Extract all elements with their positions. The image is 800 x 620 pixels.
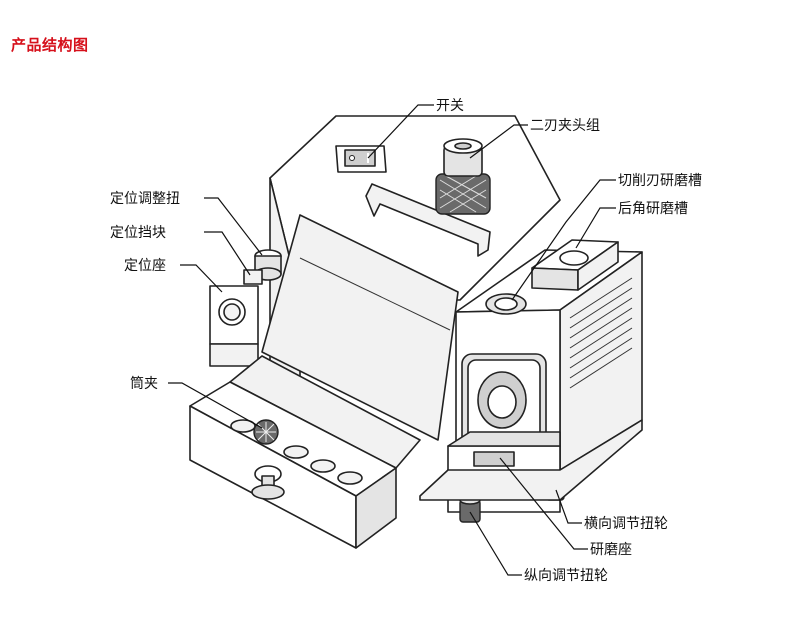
label-switch: 开关 xyxy=(436,98,464,114)
two-flute-chuck[interactable] xyxy=(435,138,491,215)
label-two-flute-chuck: 二刃夹头组 xyxy=(530,118,600,134)
label-longitudinal-knob: 纵向调节扭轮 xyxy=(524,568,608,584)
label-positioning-knob: 定位调整扭 xyxy=(110,191,180,207)
label-collet: 筒夹 xyxy=(130,375,158,392)
vent-grille xyxy=(569,277,633,389)
grinding-seat[interactable] xyxy=(447,353,561,513)
body-front-cover xyxy=(261,214,459,441)
carry-handle[interactable] xyxy=(365,183,491,257)
machine-base xyxy=(419,419,643,501)
leader-lines xyxy=(168,104,616,576)
positioning-assembly xyxy=(209,249,282,367)
diagram-title: 产品结构图 xyxy=(11,36,89,54)
positioning-stop xyxy=(243,269,263,285)
relief-angle-groove xyxy=(531,239,619,291)
collet-drawer[interactable] xyxy=(189,355,421,549)
label-cutting-edge-groove: 切削刃研磨槽 xyxy=(618,173,702,189)
label-positioning-seat: 定位座 xyxy=(124,258,166,274)
power-switch[interactable] xyxy=(335,145,387,173)
label-relief-angle-groove: 后角研磨槽 xyxy=(618,201,688,217)
label-grinding-seat: 研磨座 xyxy=(590,542,632,558)
cutting-edge-groove xyxy=(485,293,527,315)
label-positioning-stop: 定位挡块 xyxy=(110,225,166,241)
label-transverse-knob: 横向调节扭轮 xyxy=(584,516,668,532)
